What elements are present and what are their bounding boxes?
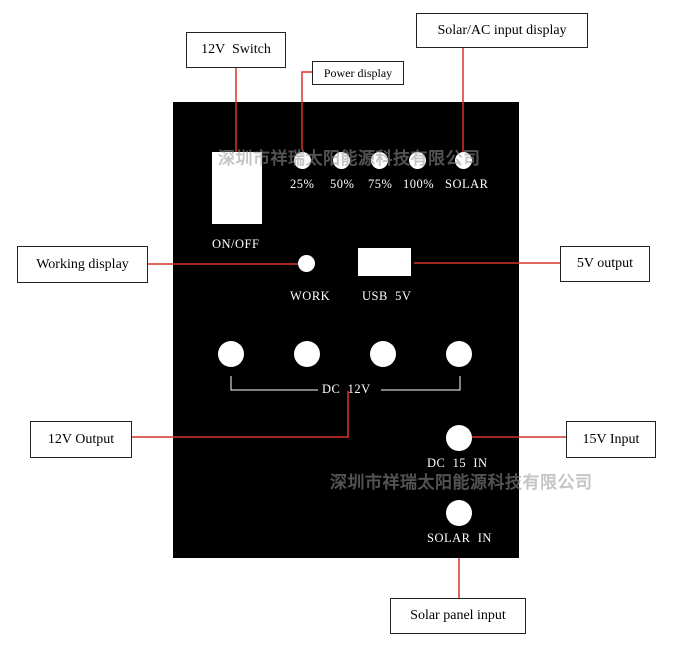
dc12-bracket-left <box>230 376 318 391</box>
dc12-bracket-right <box>381 376 461 391</box>
callout-5v-output-text: 5V output <box>576 256 634 271</box>
dc12-port-3 <box>370 341 396 367</box>
led-label-50: 50% <box>330 177 355 191</box>
solar-in-label: SOLAR IN <box>427 531 492 545</box>
watermark-bottom: 深圳市祥瑞太阳能源科技有限公司 <box>330 473 593 493</box>
callout-5v-output: 5V output <box>560 246 650 282</box>
leader-12v <box>132 391 349 438</box>
usb-port <box>358 248 411 276</box>
dc12-port-4 <box>446 341 472 367</box>
leader-power-display <box>301 71 312 150</box>
solar-in-port <box>446 500 472 526</box>
led-work <box>298 255 315 272</box>
callout-15v-input: 15V Input <box>566 421 656 458</box>
dc15-label: DC 15 IN <box>427 456 488 470</box>
led-solar <box>455 152 472 169</box>
dc15-port <box>446 425 472 451</box>
callout-15v-input-text: 15V Input <box>582 431 640 447</box>
led-25 <box>294 152 311 169</box>
led-50 <box>333 152 350 169</box>
usb-label: USB 5V <box>362 289 412 303</box>
switch-label: ON/OFF <box>212 237 260 251</box>
callout-solar-ac-display: Solar/AC input display <box>416 13 588 48</box>
callout-12v-output-text: 12V Output <box>47 431 115 447</box>
callout-12v-switch-text: 12V Switch <box>201 42 271 57</box>
dc12-label: DC 12V <box>322 382 371 396</box>
led-label-solar: SOLAR <box>445 177 489 191</box>
callout-12v-output: 12V Output <box>30 421 132 458</box>
led-label-25: 25% <box>290 177 315 191</box>
callout-working-display: Working display <box>17 246 148 283</box>
led-100 <box>409 152 426 169</box>
dc12-port-2 <box>294 341 320 367</box>
led-75 <box>371 152 388 169</box>
callout-working-display-text: Working display <box>36 256 129 272</box>
led-label-100: 100% <box>403 177 435 191</box>
callout-power-display-text: Power display <box>323 65 393 80</box>
callout-solar-panel-input-text: Solar panel input <box>410 608 506 623</box>
callout-solar-ac-display-text: Solar/AC input display <box>437 22 567 38</box>
led-label-75: 75% <box>368 177 393 191</box>
work-label: WORK <box>290 289 331 303</box>
dc12-port-1 <box>218 341 244 367</box>
watermark-top: 深圳市祥瑞太阳能源科技有限公司 <box>218 149 481 169</box>
callout-power-display: Power display <box>312 61 404 85</box>
callout-12v-switch: 12V Switch <box>186 32 286 68</box>
callout-solar-panel-input: Solar panel input <box>390 598 526 634</box>
power-switch[interactable] <box>212 152 262 224</box>
